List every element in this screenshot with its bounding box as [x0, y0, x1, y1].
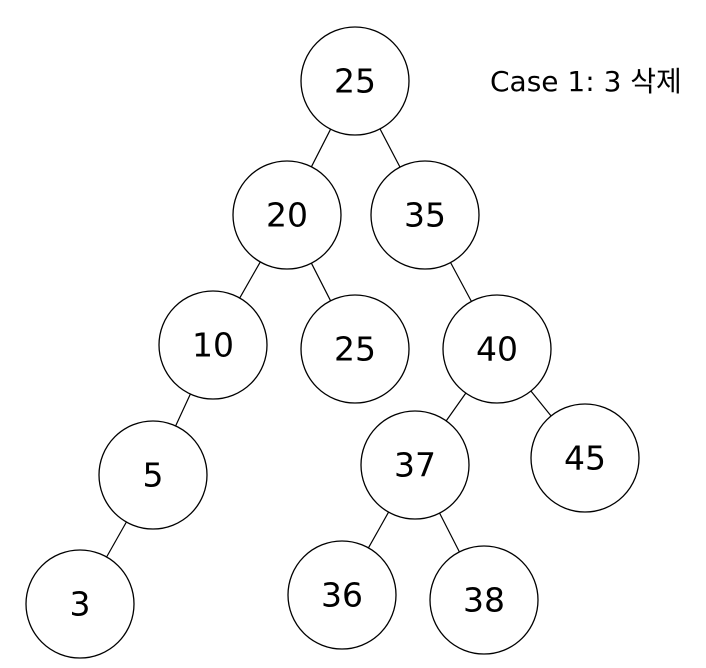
- node-circle: [300, 26, 410, 136]
- edge-n-20-n-25b: [310, 262, 332, 302]
- edge-n-37-n-38: [439, 512, 460, 553]
- node-label: 35: [404, 196, 446, 235]
- node-label: 38: [463, 581, 505, 620]
- node-circle: [360, 410, 470, 520]
- node-label: 25: [334, 330, 376, 369]
- tree-node-n-5: 5: [98, 420, 208, 530]
- tree-node-n-10: 10: [158, 290, 268, 400]
- edge-n-root-n-20: [310, 128, 332, 168]
- edge-n-5-n-3: [106, 521, 127, 558]
- edge-n-10-n-5: [175, 393, 191, 427]
- edge-n-40-n-37: [445, 392, 467, 422]
- tree-node-n-36: 36: [287, 540, 397, 650]
- edge-n-20-n-10: [239, 261, 261, 299]
- node-label: 37: [394, 446, 436, 485]
- node-label: 40: [476, 330, 518, 369]
- node-circle: [98, 420, 208, 530]
- tree-node-n-38: 38: [429, 545, 539, 655]
- tree-node-n-3: 3: [25, 549, 135, 659]
- tree-edges: [106, 128, 552, 558]
- node-circle: [442, 294, 552, 404]
- tree-node-n-25b: 25: [300, 294, 410, 404]
- edge-n-40-n-45: [530, 390, 552, 417]
- tree-node-n-root: 25: [300, 26, 410, 136]
- node-circle: [25, 549, 135, 659]
- tree-node-n-45: 45: [530, 403, 640, 513]
- node-label: 3: [70, 585, 91, 624]
- case-caption: Case 1: 3 삭제: [490, 65, 682, 98]
- node-label: 5: [143, 456, 164, 495]
- node-circle: [300, 294, 410, 404]
- node-circle: [429, 545, 539, 655]
- node-circle: [370, 160, 480, 270]
- node-label: 20: [266, 196, 308, 235]
- tree-node-n-37: 37: [360, 410, 470, 520]
- edge-n-root-n-35: [379, 128, 401, 168]
- node-circle: [287, 540, 397, 650]
- node-label: 10: [192, 326, 234, 365]
- tree-node-n-35: 35: [370, 160, 480, 270]
- node-label: 45: [564, 439, 606, 478]
- edge-n-37-n-36: [367, 511, 390, 549]
- node-label: 36: [321, 576, 363, 615]
- tree-nodes: 25 20 35 10 25 40 5 37 45 3 36 38: [25, 26, 640, 659]
- tree-node-n-20: 20: [232, 160, 342, 270]
- node-label: 25: [334, 62, 376, 101]
- node-circle: [158, 290, 268, 400]
- tree-node-n-40: 40: [442, 294, 552, 404]
- edge-n-35-n-40: [450, 262, 472, 302]
- node-circle: [232, 160, 342, 270]
- node-circle: [530, 403, 640, 513]
